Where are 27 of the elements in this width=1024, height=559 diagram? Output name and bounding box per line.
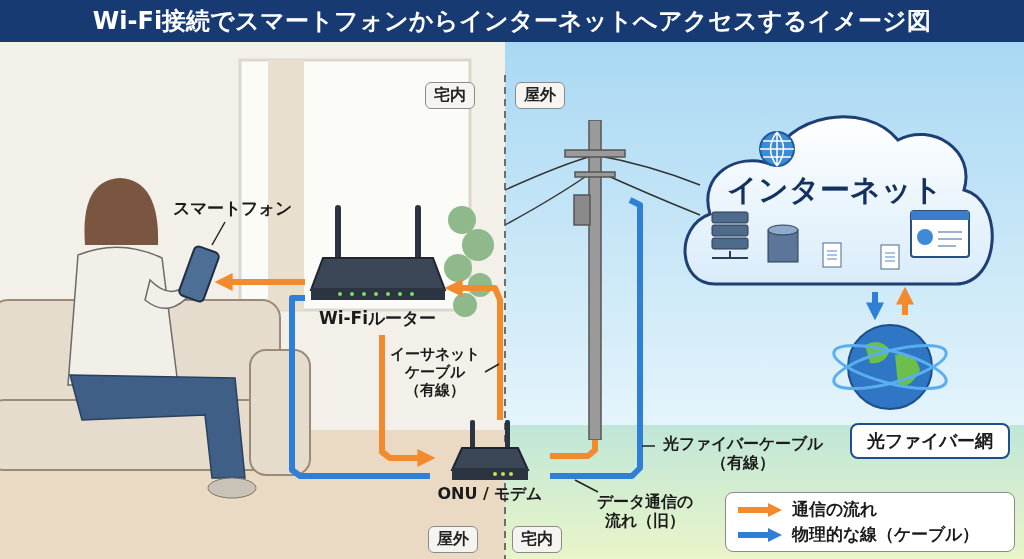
cable-line xyxy=(289,295,430,479)
area-tag: 宅内 xyxy=(512,526,562,553)
area-tag: 屋外 xyxy=(428,526,478,553)
arrow xyxy=(444,279,503,420)
cloud-title: インターネット xyxy=(726,172,944,208)
cable-label: イーサネットケーブル（有線） xyxy=(389,345,481,399)
title-banner: Wi-Fi接続でスマートフォンからインターネットへアクセスするイメージ図 xyxy=(0,0,1024,42)
arrow xyxy=(866,292,884,321)
cable-label: 光ファイバーケーブル（有線） xyxy=(661,434,824,473)
cable-line xyxy=(550,440,598,459)
device-label: ONU / モデム xyxy=(436,484,544,504)
callout-bubble: 光ファイバー網 xyxy=(850,423,1010,459)
legend-text: 通信の流れ xyxy=(792,498,877,521)
leader-line xyxy=(484,363,500,373)
device-label: スマートフォン xyxy=(172,198,293,219)
leader-line xyxy=(574,479,599,493)
leader-line xyxy=(211,221,226,246)
area-tag: 屋外 xyxy=(515,82,565,109)
device-label: Wi-Fiルーター xyxy=(317,308,438,329)
arrow xyxy=(214,273,305,291)
cable-line xyxy=(550,197,643,479)
legend-text: 物理的な線（ケーブル） xyxy=(792,523,979,546)
leader-line xyxy=(641,445,656,447)
arrow xyxy=(896,286,914,315)
area-tag: 宅内 xyxy=(425,82,475,109)
flow-label: データ通信の流れ（旧） xyxy=(596,492,694,531)
arrow xyxy=(379,335,436,467)
